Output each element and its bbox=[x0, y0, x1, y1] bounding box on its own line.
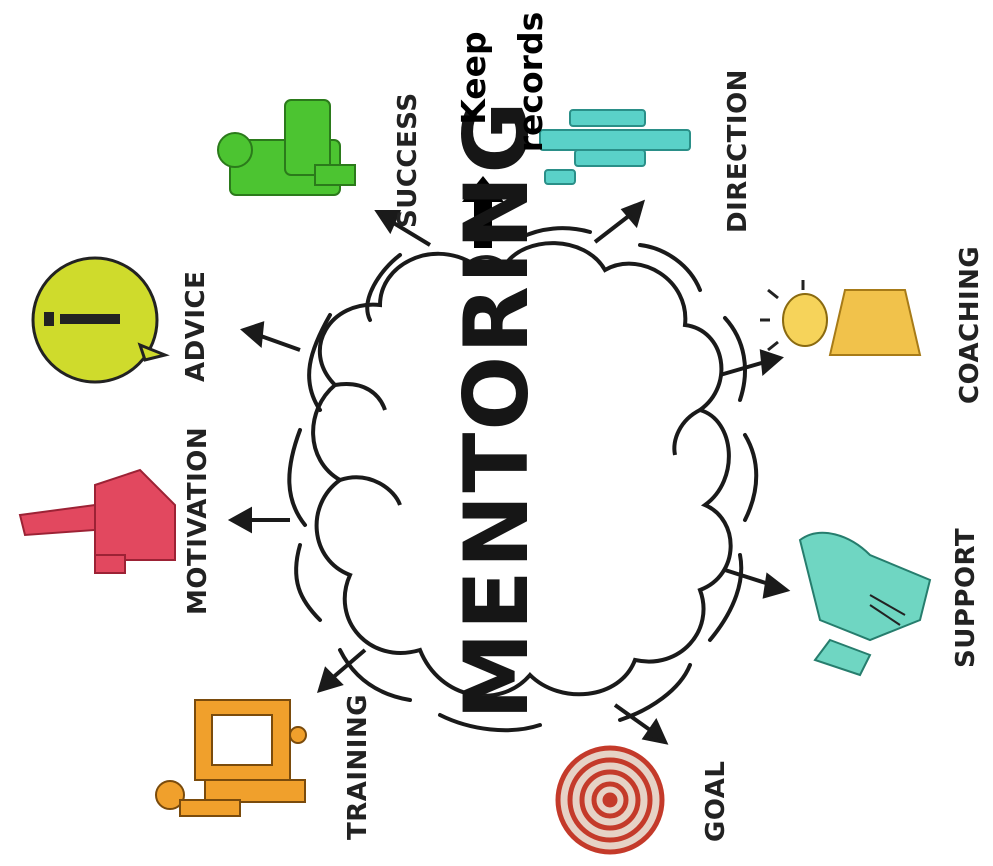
label-advice: ADVICE bbox=[181, 270, 211, 382]
label-training: TRAINING bbox=[343, 693, 373, 841]
success-icon bbox=[217, 99, 356, 196]
support-icon bbox=[798, 531, 932, 677]
training-icon bbox=[155, 699, 307, 817]
label-success: SUCCESS bbox=[393, 92, 423, 228]
keep-records-arrow bbox=[462, 176, 504, 248]
keep-records-line1: Keep bbox=[454, 31, 493, 125]
advice-icon bbox=[31, 256, 170, 384]
keep-records-line2: records bbox=[511, 11, 550, 153]
coaching-icon bbox=[760, 280, 922, 356]
label-coaching: COACHING bbox=[955, 245, 985, 404]
label-motivation: MOTIVATION bbox=[183, 426, 213, 615]
goal-icon bbox=[555, 745, 665, 855]
label-direction: DIRECTION bbox=[723, 69, 753, 233]
label-support: SUPPORT bbox=[951, 527, 981, 668]
central-cloud bbox=[311, 241, 733, 698]
motivation-icon bbox=[18, 468, 176, 574]
main-title: MENTORING bbox=[445, 99, 548, 720]
label-goal: GOAL bbox=[701, 760, 731, 842]
direction-icon bbox=[539, 109, 691, 185]
connector-arrows bbox=[227, 199, 791, 745]
